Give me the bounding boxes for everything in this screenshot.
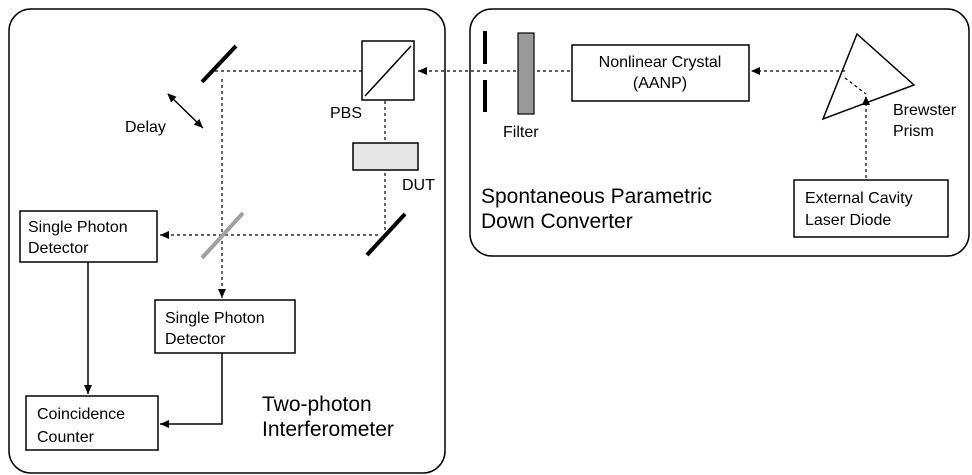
wire-detector2-to-counter bbox=[160, 353, 223, 428]
filter-element bbox=[517, 32, 535, 115]
dut-element bbox=[352, 142, 419, 171]
laser-line2: Laser Diode bbox=[805, 212, 891, 229]
detector2-line2: Detector bbox=[165, 331, 226, 348]
crystal-line2: (AANP) bbox=[633, 75, 687, 92]
delay-mirror bbox=[200, 44, 238, 84]
detector2-box bbox=[154, 299, 296, 354]
counter-line1: Coincidence bbox=[37, 406, 125, 423]
laser-diode-box bbox=[793, 179, 949, 238]
folding-mirror bbox=[365, 212, 407, 257]
pbs-label: PBS bbox=[330, 105, 362, 122]
interferometer-panel bbox=[8, 8, 446, 474]
pbs-diagonal bbox=[364, 45, 412, 97]
detector1-line1: Single Photon bbox=[28, 219, 128, 236]
crystal-line1: Nonlinear Crystal bbox=[599, 54, 722, 71]
spdc-title-line1: Spontaneous Parametric bbox=[481, 185, 712, 208]
dut-label: DUT bbox=[402, 177, 435, 194]
filter-label: Filter bbox=[503, 124, 539, 141]
nonlinear-crystal-box bbox=[571, 44, 750, 102]
prism-label-line2: Prism bbox=[893, 123, 934, 140]
interferometer-title-line1: Two-photon bbox=[262, 393, 372, 416]
delay-arrow bbox=[167, 93, 204, 129]
laser-line1: External Cavity bbox=[805, 190, 913, 207]
beam-splitter bbox=[200, 211, 245, 260]
delay-label: Delay bbox=[125, 119, 166, 136]
detector1-line2: Detector bbox=[28, 240, 89, 257]
coincidence-counter-box bbox=[25, 395, 159, 451]
interferometer-title-line2: Interferometer bbox=[262, 418, 394, 441]
beam-prism-internal bbox=[844, 77, 867, 95]
detector2-line1: Single Photon bbox=[165, 310, 265, 327]
counter-line2: Counter bbox=[37, 429, 95, 446]
spdc-title-line2: Down Converter bbox=[481, 210, 633, 233]
detector1-box bbox=[19, 210, 158, 263]
spdc-panel bbox=[469, 8, 970, 257]
prism-label-line1: Brewster bbox=[893, 102, 957, 119]
